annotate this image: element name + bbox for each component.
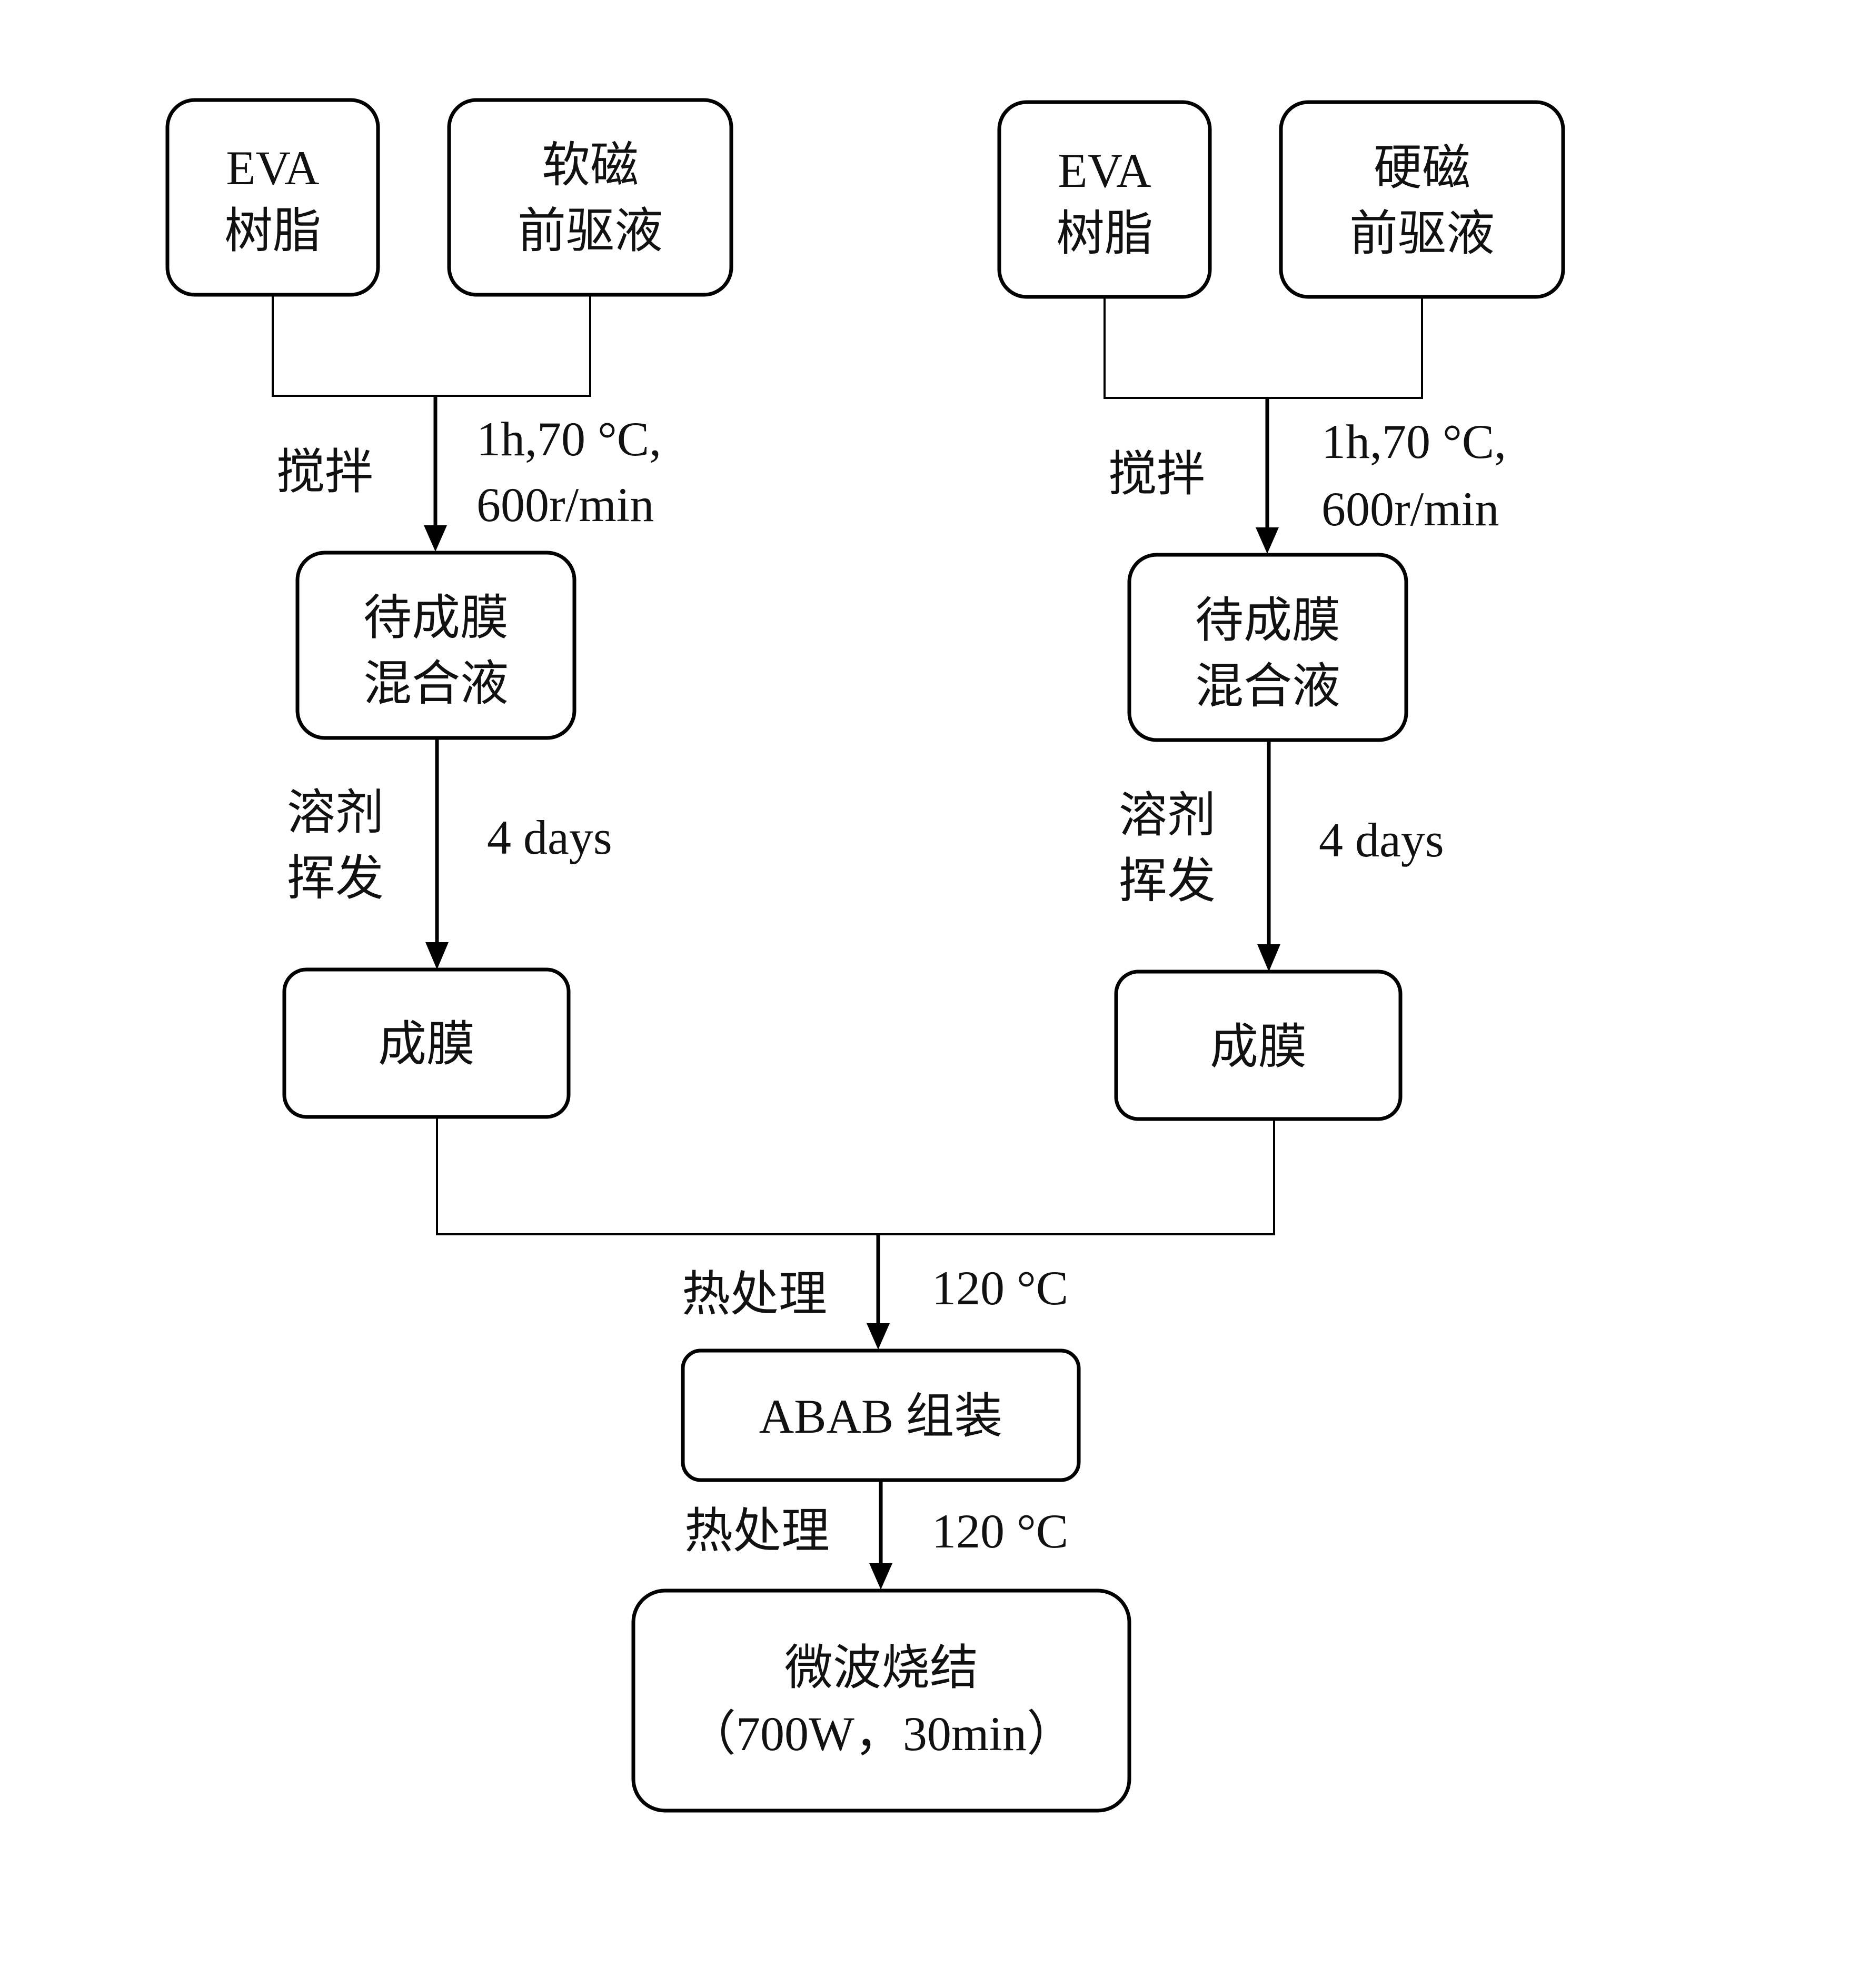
right-branch: EVA 树脂 硬磁 前驱液 搅拌 1h,70 °C, 600r/min 待成膜 … [997,100,1565,1121]
left-mix-line2: 混合液 [363,657,509,711]
heat2-arrowhead [869,1563,892,1590]
left-evap-arrowhead [425,942,449,970]
right-evap-arrowhead [1257,944,1280,972]
right-stir-condition-line2: 600r/min [1321,482,1499,536]
right-mix-line2: 混合液 [1195,660,1340,713]
left-precursor-line1: 软磁 [542,138,639,192]
left-branch: EVA 树脂 软磁 前驱液 搅拌 1h,70 °C, 600r/min 待成膜 … [165,98,733,1119]
heat1-label: 热处理 [682,1267,827,1321]
right-stir-arrowhead [1256,527,1279,554]
right-evap-label-line2: 挥发 [1119,854,1216,908]
bottom-flow: 热处理 120 °C ABAB 组装 热处理 120 °C 微波烧结 （700W… [436,1117,1275,1813]
right-film-box: 成膜 [1114,970,1403,1121]
right-mix-line1: 待成膜 [1195,594,1340,647]
abab-assembly-box: ABAB 组装 [681,1348,1081,1482]
right-stir-label: 搅拌 [1108,447,1205,501]
left-evap-label-line2: 挥发 [287,852,384,905]
heat1-condition: 120 °C [932,1261,1068,1315]
left-film-box: 成膜 [282,967,571,1119]
right-eva-resin-box: EVA 树脂 [997,100,1212,299]
left-evap-label-line1: 溶剂 [287,786,384,840]
films-merge-connector [436,1117,1275,1235]
left-eva-resin-line2: 树脂 [224,204,321,258]
abab-assembly-text: ABAB 组装 [759,1390,1003,1443]
sinter-line2: （700W，30min） [688,1707,1075,1761]
right-eva-resin-line2: 树脂 [1056,207,1153,261]
left-soft-magnetic-precursor-box: 软磁 前驱液 [447,98,733,297]
left-film-text: 成膜 [378,1017,475,1071]
left-precursor-line2: 前驱液 [518,204,663,258]
microwave-sintering-box: 微波烧结 （700W，30min） [631,1589,1131,1813]
heat2-label: 热处理 [684,1504,830,1558]
left-mix-line1: 待成膜 [363,591,509,645]
left-eva-resin-box: EVA 树脂 [165,98,380,297]
right-stir-condition-line1: 1h,70 °C, [1321,415,1506,468]
left-stir-label: 搅拌 [276,445,373,499]
right-merge-connector [1103,297,1423,399]
right-evap-condition: 4 days [1319,813,1444,867]
right-hard-magnetic-precursor-box: 硬磁 前驱液 [1279,100,1565,299]
heat1-arrowhead [867,1323,890,1350]
left-eva-resin-line1: EVA [226,141,319,195]
left-stir-condition-line1: 1h,70 °C, [476,412,661,466]
sinter-line1: 微波烧结 [784,1641,978,1695]
right-film-text: 成膜 [1210,1020,1307,1074]
left-merge-connector [272,295,591,397]
left-mix-solution-box: 待成膜 混合液 [295,551,576,740]
left-evap-condition: 4 days [487,811,612,864]
right-mix-solution-box: 待成膜 混合液 [1127,553,1408,742]
right-precursor-line2: 前驱液 [1349,207,1495,261]
left-stir-arrowhead [424,525,447,552]
right-eva-resin-line1: EVA [1058,144,1151,197]
left-stir-condition-line2: 600r/min [476,478,654,532]
right-precursor-line1: 硬磁 [1374,141,1470,195]
heat2-condition: 120 °C [932,1504,1068,1558]
right-evap-label-line1: 溶剂 [1119,788,1216,842]
